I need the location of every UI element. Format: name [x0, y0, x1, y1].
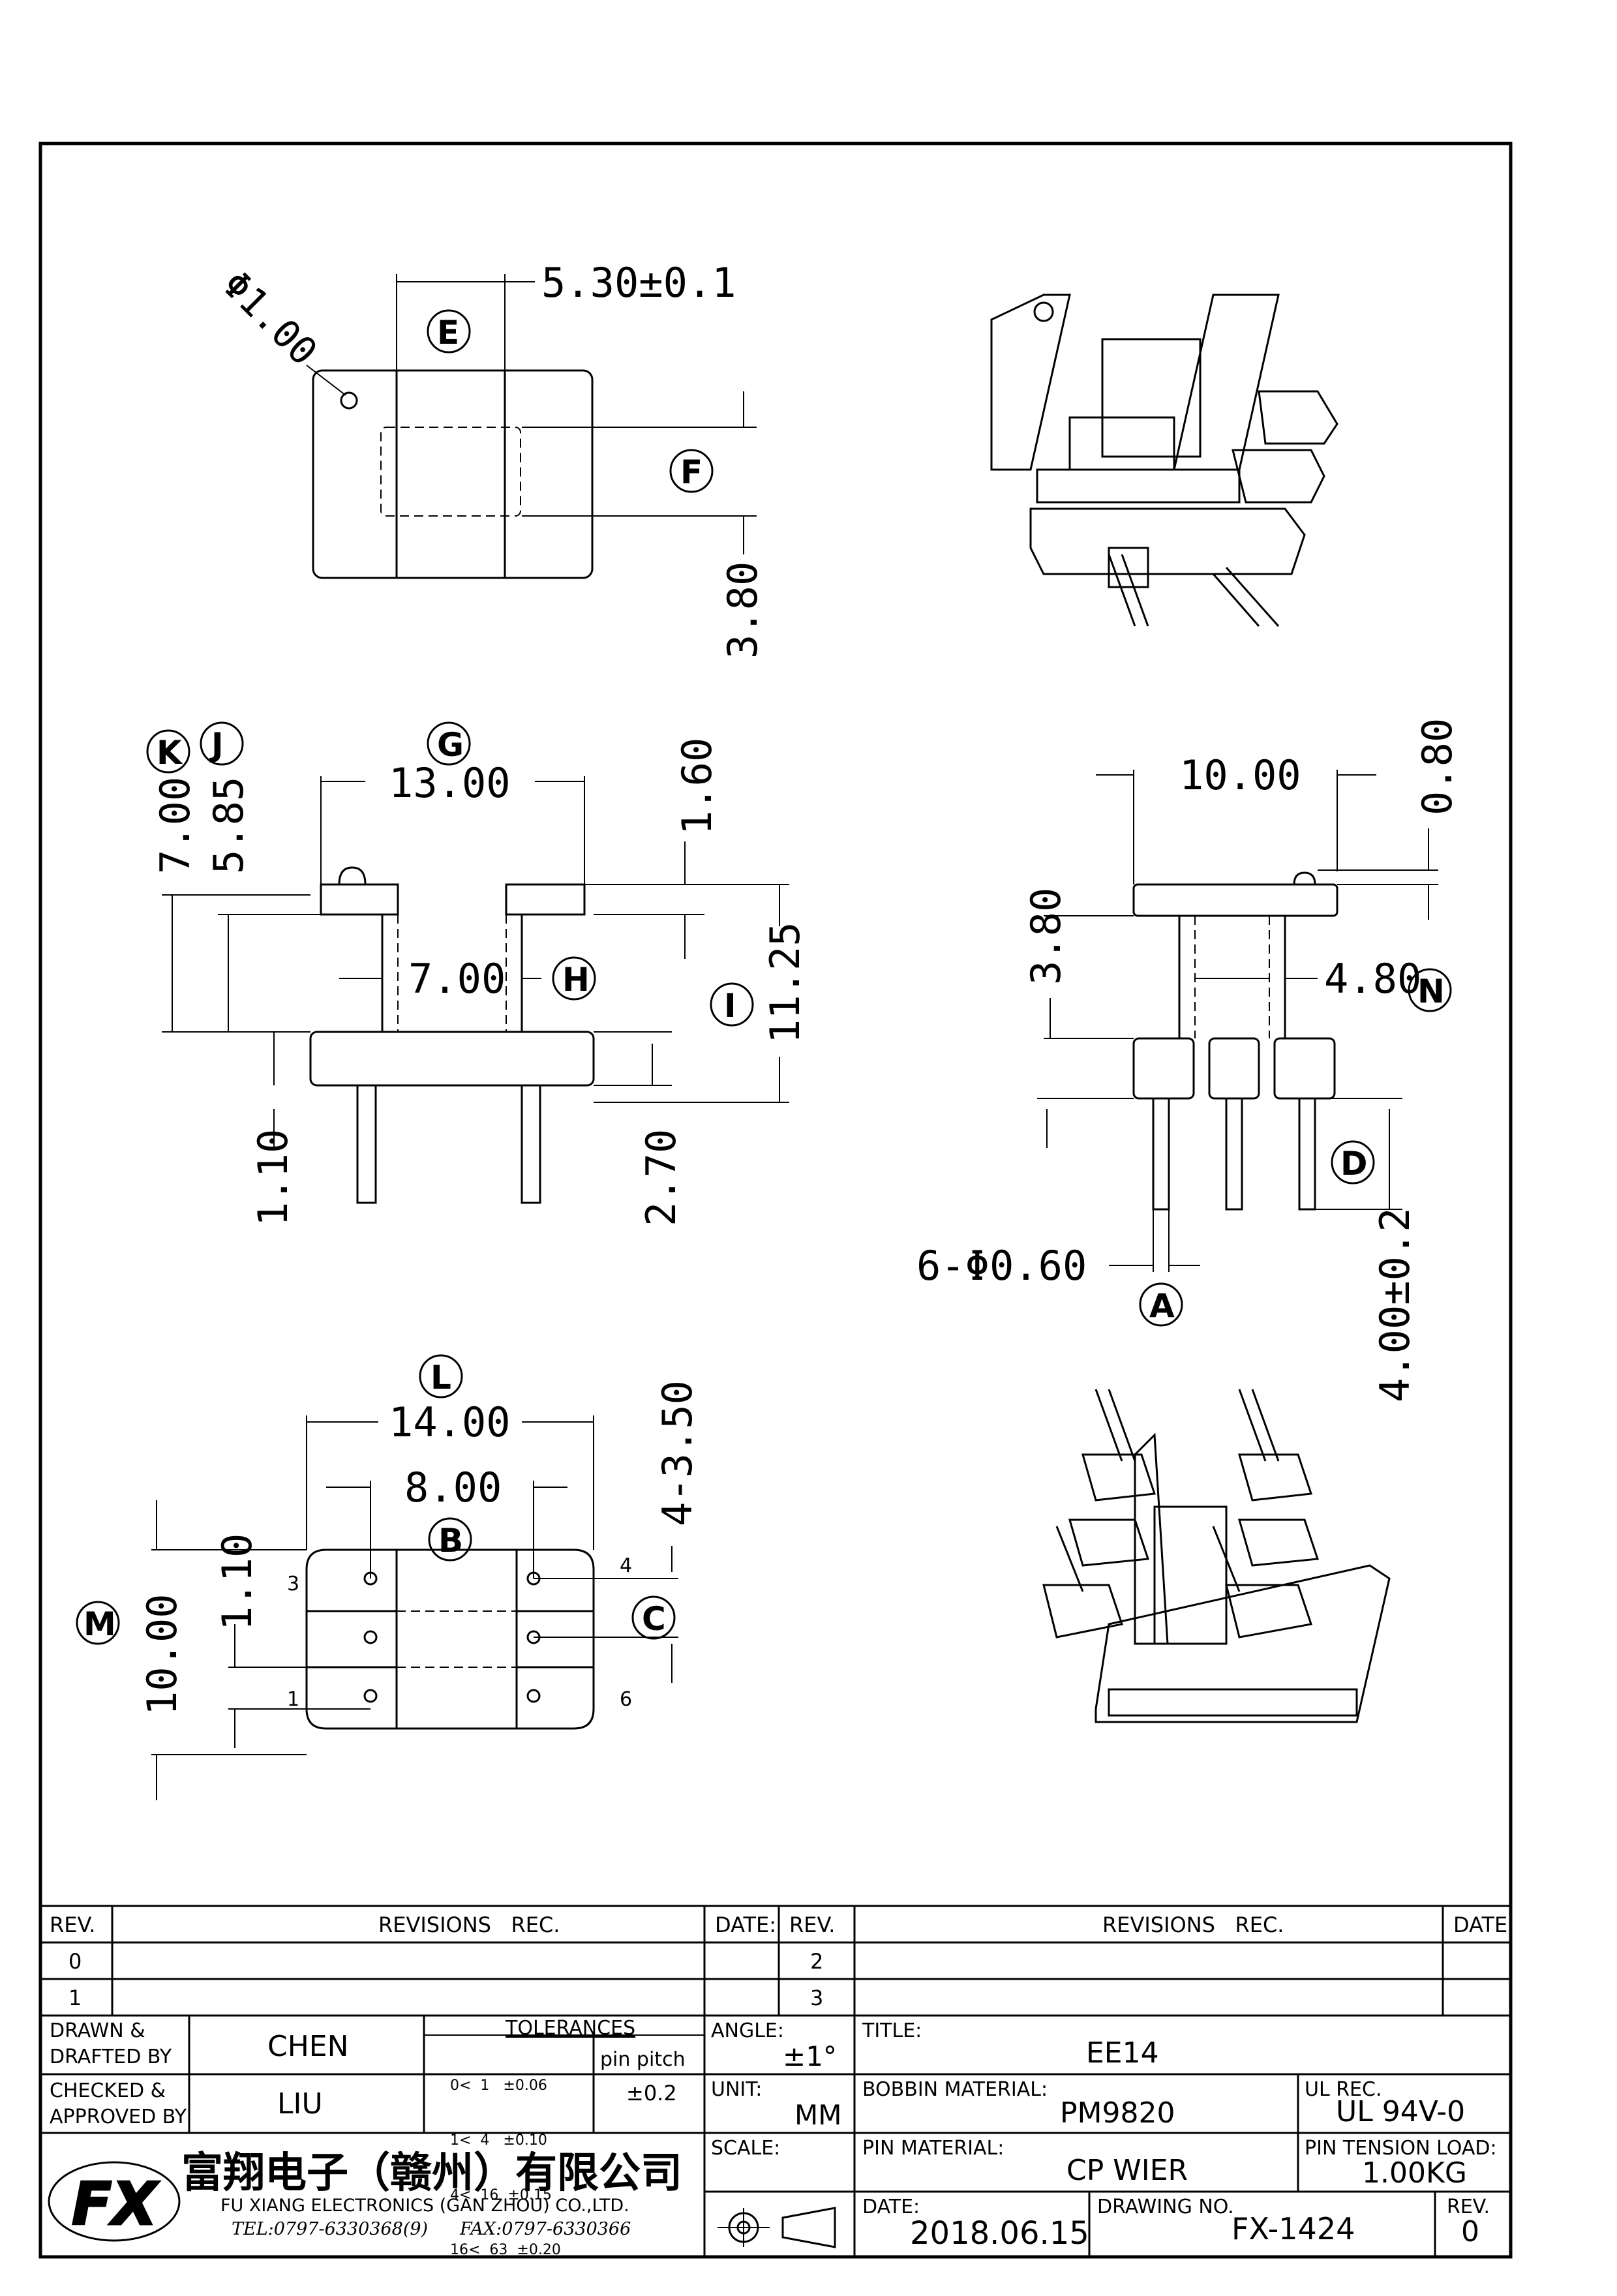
tag-d: D [1340, 1145, 1368, 1183]
tag-i: I [724, 987, 736, 1025]
tag-n: N [1417, 973, 1445, 1010]
tension-value: 1.00KG [1362, 2156, 1467, 2190]
side-view: 10.00 0.80 3.80 4.80 N D 4.00±0.2 6-Φ0.6… [916, 718, 1461, 1402]
bottom-pitch-dim: 8.00 [404, 1464, 502, 1511]
top-slot-dim: 3.80 [719, 562, 766, 659]
checked-label: CHECKED & APPROVED BY [50, 2079, 187, 2128]
side-width-dim: 10.00 [1179, 751, 1301, 799]
rev-row-1: 1 [68, 1986, 82, 2010]
title-label: TITLE: [862, 2019, 922, 2042]
bobbin-value: PM9820 [1060, 2096, 1175, 2130]
tension-label: PIN TENSION LOAD: [1305, 2137, 1497, 2160]
pin-label-1: 1 [287, 1688, 299, 1711]
front-h2-dim: 5.85 [205, 777, 252, 874]
side-pinlen-dim: 4.00±0.2 [1371, 1207, 1419, 1402]
front-base-dim: 1.10 [249, 1129, 297, 1226]
front-pin-dim: 2.70 [637, 1129, 685, 1226]
side-inner-dim: 4.80 [1324, 955, 1421, 1003]
front-topgap-dim: 1.60 [673, 738, 721, 835]
tolerances-list: 0< 1 ±0.06 1< 4 ±0.10 4< 16 ±0.15 16< 63… [450, 2077, 561, 2258]
pin-material-value: CP WIER [1066, 2154, 1188, 2187]
angle-value: ±1° [783, 2040, 837, 2072]
tag-g: G [437, 726, 464, 764]
front-inner-dim: 7.00 [408, 955, 506, 1003]
bottom-width-dim: 14.00 [389, 1398, 511, 1446]
rev-row-3: 3 [810, 1986, 824, 2010]
logo-text: FX [72, 2170, 160, 2239]
unit-label: UNIT: [711, 2078, 763, 2101]
drawing-no-value: FX-1424 [1232, 2211, 1355, 2246]
pin-material-label: PIN MATERIAL: [862, 2137, 1005, 2160]
bottom-height-dim: 10.00 [138, 1594, 186, 1715]
tag-f: F [680, 453, 703, 491]
sheet-border [38, 142, 1513, 2259]
iso-view-top [990, 294, 1338, 627]
tag-l: L [431, 1359, 451, 1397]
tag-b: B [438, 1522, 463, 1560]
front-height-dim: 11.25 [761, 922, 809, 1044]
date-header-left: DATE: [715, 1912, 777, 1937]
company-tel: TEL:0797-6330368(9) [232, 2219, 429, 2239]
front-h1-dim: 7.00 [151, 777, 199, 874]
date-header-right: DATE: [1453, 1912, 1515, 1937]
projection-symbol-icon [718, 2207, 836, 2248]
tag-j: J [209, 726, 224, 764]
revisions-header-left: REVISIONS REC. [378, 1912, 560, 1937]
unit-value: MM [794, 2099, 842, 2131]
tag-h: H [562, 961, 590, 999]
rev-row-2: 2 [810, 1949, 824, 1974]
tolerances-header: TOLERANCES [506, 2017, 636, 2040]
date-value: 2018.06.15 [910, 2215, 1089, 2252]
iso-view-bottom [1042, 1389, 1391, 1723]
tag-c: C [642, 1600, 666, 1638]
pin-label-4: 4 [620, 1554, 632, 1577]
pitch-label: pin pitch [600, 2048, 686, 2071]
bottom-view: 3 4 1 6 14.00 L 8.00 B 4-3.50 C 10.00 M [76, 1354, 701, 1800]
side-h-dim: 3.80 [1022, 888, 1070, 985]
rev-header-right: REV. [789, 1912, 836, 1937]
pin-label-3: 3 [287, 1573, 299, 1595]
company-name-en: FU XIANG ELECTRONICS (GAN ZHOU) CO.,LTD. [220, 2196, 629, 2216]
angle-label: ANGLE: [711, 2019, 784, 2042]
bobbin-label: BOBBIN MATERIAL: [862, 2078, 1048, 2101]
tag-m: M [83, 1605, 116, 1643]
date-label: DATE: [862, 2196, 920, 2218]
top-width-dim: 5.30±0.1 [541, 259, 736, 307]
revisions-header-right: REVISIONS REC. [1102, 1912, 1284, 1937]
tag-k: K [157, 734, 183, 772]
pitch-tol: ±0.2 [626, 2081, 677, 2106]
title-block-grid [40, 1905, 1511, 2257]
rev-header-left: REV. [50, 1912, 96, 1937]
pin1-mark-icon [340, 391, 358, 410]
side-pins-dim: 6-Φ0.60 [916, 1242, 1087, 1290]
title-value: EE14 [1086, 2036, 1159, 2070]
rev-row-0: 0 [68, 1949, 82, 1974]
pin-label-6: 6 [620, 1688, 632, 1711]
company-logo: FX [48, 2161, 181, 2242]
drawn-by: CHEN [267, 2030, 349, 2063]
company-name-cn: 富翔电子（赣州）有限公司 [181, 2149, 682, 2198]
drawing-no-label: DRAWING NO. [1097, 2196, 1234, 2218]
rev-label: REV. [1447, 2196, 1490, 2218]
front-width-dim: 13.00 [389, 759, 511, 807]
ul-label: UL REC. [1305, 2078, 1382, 2101]
bottom-gap-dim: 1.10 [213, 1533, 261, 1631]
scale-label: SCALE: [711, 2137, 781, 2160]
bottom-holes-dim: 4-3.50 [654, 1380, 701, 1526]
checked-by: LIU [277, 2087, 323, 2121]
company-fax: FAX:0797-6330366 [460, 2219, 631, 2239]
ul-value: UL 94V-0 [1336, 2095, 1466, 2128]
rev-value: 0 [1461, 2215, 1479, 2248]
tag-e: E [437, 314, 459, 352]
front-view: 13.00 G 7.00 H 1.60 11.25 I 2.70 7.00 5.… [146, 721, 809, 1226]
side-top-dim: 0.80 [1413, 718, 1461, 815]
drawn-label: DRAWN & DRAFTED BY [50, 2019, 172, 2068]
tag-a: A [1149, 1287, 1175, 1325]
